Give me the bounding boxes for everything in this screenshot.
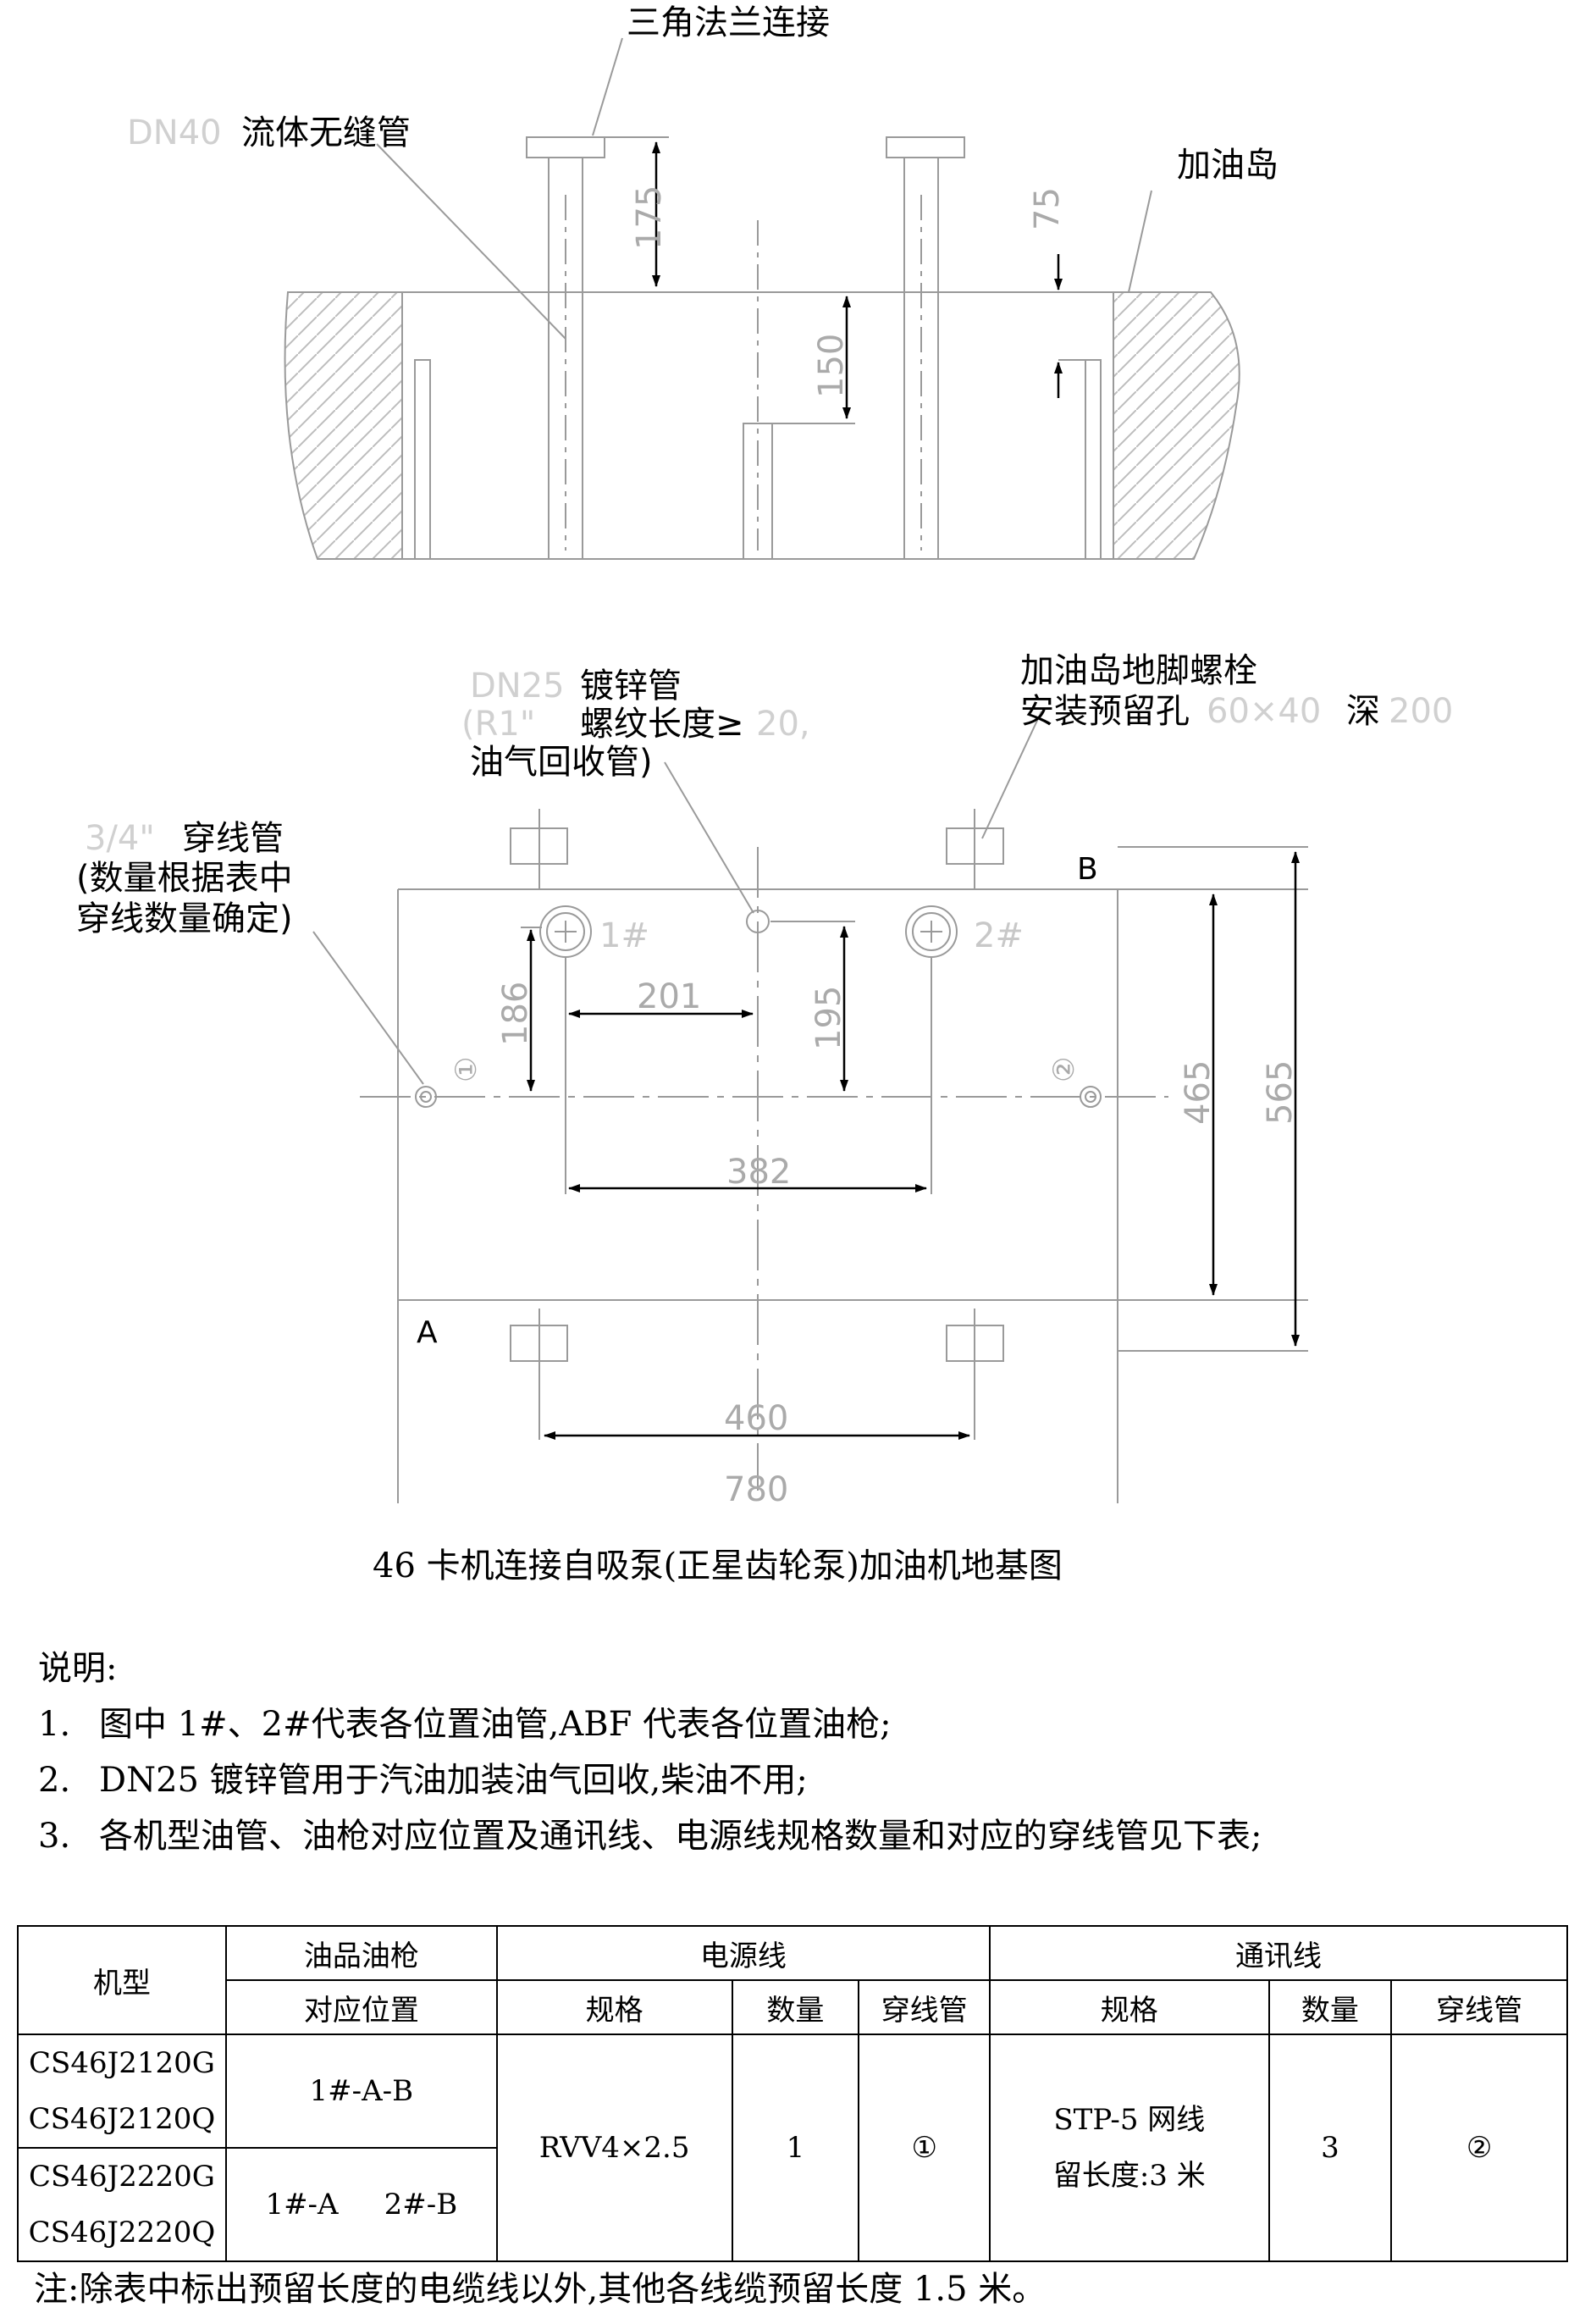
label-conduit-line2: (数量根据表中: [76, 859, 293, 898]
label-bolt-line2: 安装预留孔: [1020, 692, 1190, 731]
label-thread-length: 螺纹长度≥: [580, 705, 744, 744]
header-comm: 通讯线: [989, 1925, 1568, 1981]
notes-section: 说明: 1.图中 1#、2#代表各位置油管,ABF 代表各位置油枪; 2.DN2…: [38, 1652, 1262, 1875]
dim-382: 382: [726, 1153, 791, 1192]
label-conduit-line3: 穿线数量确定): [76, 899, 293, 938]
note-item-3: 3.各机型油管、油枪对应位置及通讯线、电源线规格数量和对应的穿线管见下表;: [38, 1817, 1262, 1856]
spec-table: 机型 油品油枪 电源线 通讯线 对应位置 规格 数量 穿线管 规格 数量 穿线管…: [17, 1925, 1568, 2262]
dim-75: 75: [1028, 187, 1067, 230]
note-item-2: 2.DN25 镀锌管用于汽油加装油气回收,柴油不用;: [38, 1761, 808, 1800]
cell-models-group-2: CS46J2220G CS46J2220Q: [17, 2147, 227, 2262]
label-pipe-1: 1#: [599, 916, 649, 955]
plan-dimension-arrows: [527, 851, 1300, 1440]
cell-power-qty: 1: [731, 2034, 860, 2262]
header-comm-spec: 规格: [989, 1979, 1270, 2035]
label-fuel-island: 加油岛: [1177, 146, 1279, 185]
dim-565: 565: [1261, 1060, 1300, 1125]
label-bolt-depth: 深: [1346, 692, 1380, 731]
cell-comm-conduit: ②: [1390, 2034, 1568, 2262]
figure-caption: 46 卡机连接自吸泵(正星齿轮泵)加油机地基图: [373, 1547, 1063, 1585]
dim-780: 780: [724, 1470, 788, 1509]
label-bolt-size: 60×40: [1207, 692, 1321, 731]
cell-power-conduit: ①: [858, 2034, 991, 2262]
label-dn25: DN25: [470, 667, 565, 706]
label-r1: (R1": [461, 705, 535, 744]
header-position-1: 油品油枪: [224, 1925, 498, 1981]
label-position-a: A: [417, 1315, 438, 1350]
header-model: 机型: [17, 1925, 227, 2035]
label-dn40: DN40: [127, 113, 222, 152]
label-conduit-size: 3/4": [85, 819, 155, 858]
label-galvanized-pipe: 镀锌管: [580, 667, 682, 706]
section-dimension-arrows: [652, 141, 1063, 419]
note-item-1: 1.图中 1#、2#代表各位置油管,ABF 代表各位置油枪;: [38, 1705, 892, 1744]
label-bolt-depth-value: 200: [1389, 692, 1453, 731]
conduit-mark-1: ①: [450, 1057, 483, 1082]
cell-comm-spec: STP-5 网线 留长度:3 米: [989, 2034, 1270, 2262]
dim-175: 175: [630, 185, 669, 250]
header-comm-conduit: 穿线管: [1390, 1979, 1568, 2035]
cell-position-group-2: 1#-A 2#-B: [224, 2147, 498, 2262]
label-position-b: B: [1077, 852, 1098, 887]
label-flange: 三角法兰连接: [627, 3, 830, 42]
label-pipe-2: 2#: [974, 916, 1024, 955]
notes-title: 说明:: [38, 1649, 118, 1688]
cell-models-group-1: CS46J2120G CS46J2120Q: [17, 2034, 227, 2149]
cell-power-spec: RVV4×2.5: [495, 2034, 733, 2262]
label-thread-value: 20,: [756, 705, 810, 744]
dim-195: 195: [809, 986, 848, 1050]
header-power: 电源线: [495, 1925, 991, 1981]
dim-150: 150: [812, 334, 851, 398]
section-view: [284, 37, 1240, 560]
label-conduit: 穿线管: [182, 819, 284, 858]
label-bolt-line1: 加油岛地脚螺栓: [1020, 651, 1257, 690]
label-vapor-recovery: 油气回收管): [470, 743, 653, 782]
header-power-qty: 数量: [731, 1979, 860, 2035]
dim-465: 465: [1179, 1060, 1218, 1125]
header-position-2: 对应位置: [224, 1979, 498, 2035]
foundation-drawing: 三角法兰连接 DN40 流体无缝管 加油岛 175 75 150: [76, 3, 1453, 1585]
dim-186: 186: [496, 982, 535, 1046]
footer-note: 注:除表中标出预留长度的电缆线以外,其他各线缆预留长度 1.5 米。: [34, 2270, 1047, 2309]
header-power-conduit: 穿线管: [858, 1979, 991, 2035]
cell-comm-qty: 3: [1267, 2034, 1393, 2262]
plan-view: [312, 711, 1308, 1503]
conduit-mark-2: ②: [1047, 1057, 1081, 1082]
header-comm-qty: 数量: [1267, 1979, 1393, 2035]
island-right-hatch: [1113, 291, 1240, 560]
dim-201: 201: [637, 977, 701, 1016]
cell-position-group-1: 1#-A-B: [224, 2034, 498, 2149]
header-power-spec: 规格: [495, 1979, 733, 2035]
label-seamless-pipe: 流体无缝管: [241, 113, 411, 152]
dim-460: 460: [724, 1399, 788, 1438]
island-left-hatch: [284, 291, 403, 560]
